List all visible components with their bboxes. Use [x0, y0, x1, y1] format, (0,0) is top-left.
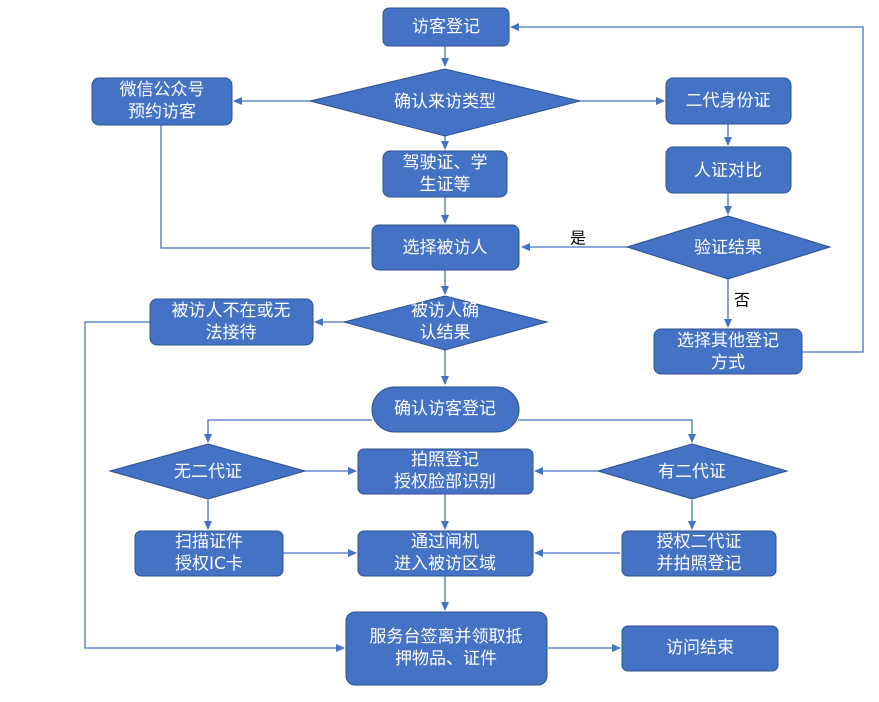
node-label-line2: 法接待	[206, 323, 257, 343]
node-choose-other-method: 选择其他登记 方式	[653, 328, 803, 375]
node-label: 访问结束	[666, 638, 734, 658]
edge-visitor-register-to-no-id	[204, 419, 372, 443]
node-visit-end: 访问结束	[621, 625, 779, 672]
node-verify-result: 验证结果	[625, 215, 832, 280]
node-label: 有二代证	[658, 462, 726, 482]
node-label: 无二代证	[174, 462, 242, 482]
node-service-desk-checkout: 服务台签离并领取抵 押物品、证件	[345, 611, 548, 686]
node-label: 选择被访人	[403, 238, 488, 258]
node-no-id-card: 无二代证	[108, 443, 307, 500]
node-label: 人证对比	[694, 161, 762, 181]
node-authorize-id-photo: 授权二代证 并拍照登记	[621, 530, 777, 577]
node-photo-register: 拍照登记 授权脸部识别	[357, 448, 534, 495]
node-label-line2: 授权IC卡	[175, 554, 243, 574]
node-visitor-register: 访客登记	[382, 7, 510, 47]
node-label-line1: 选择其他登记	[677, 331, 779, 351]
node-label-line1: 被访人确	[411, 301, 479, 321]
node-label-line2: 认结果	[420, 323, 471, 343]
node-label: 验证结果	[694, 238, 762, 258]
node-label-line1: 被访人不在或无	[172, 301, 291, 321]
node-wechat-booking: 微信公众号 预约访客	[91, 77, 233, 126]
node-person-id-compare: 人证对比	[665, 146, 792, 194]
node-label-line1: 驾驶证、学	[403, 153, 488, 173]
node-id-card-2nd: 二代身份证	[665, 77, 792, 125]
edge-unavailable-to-checkout	[84, 321, 345, 652]
node-confirm-visitor-register: 确认访客登记	[371, 386, 520, 433]
node-has-id-card: 有二代证	[596, 443, 789, 500]
edge-other-method-loop-to-register	[510, 23, 864, 353]
node-label-line2: 方式	[711, 353, 745, 373]
node-label-line1: 授权二代证	[657, 532, 742, 552]
node-label: 访客登记	[412, 17, 480, 37]
node-pass-gate: 通过闸机 进入被访区域	[357, 530, 534, 577]
node-label-line1: 通过闸机	[411, 532, 479, 552]
node-select-host: 选择被访人	[371, 224, 520, 271]
node-label-line2: 并拍照登记	[657, 554, 742, 574]
edge-label-no: 否	[734, 291, 750, 310]
node-label-line2: 押物品、证件	[395, 649, 497, 669]
node-label-line1: 拍照登记	[411, 450, 479, 470]
edges	[84, 23, 864, 652]
node-label-line2: 授权脸部识别	[394, 472, 496, 492]
node-label-line1: 服务台签离并领取抵	[370, 627, 523, 647]
node-label: 确认访客登记	[394, 399, 496, 419]
node-label-line1: 扫描证件	[175, 532, 243, 552]
node-label-line2: 进入被访区域	[394, 554, 496, 574]
node-confirm-type: 确认来访类型	[309, 68, 581, 137]
node-license-student: 驾驶证、学 生证等	[382, 150, 508, 198]
edge-label-yes: 是	[570, 229, 586, 248]
node-host-confirm-result: 被访人确 认结果	[342, 295, 549, 351]
node-label-line2: 生证等	[420, 175, 471, 195]
node-host-unavailable: 被访人不在或无 法接待	[149, 298, 314, 346]
node-scan-doc-ic: 扫描证件 授权IC卡	[134, 530, 284, 577]
edge-visitor-register-to-has-id	[518, 419, 696, 443]
node-label: 二代身份证	[686, 91, 771, 111]
node-label-line1: 微信公众号	[120, 80, 205, 100]
edge-wechat-to-select-host	[160, 125, 370, 249]
node-label: 确认来访类型	[394, 92, 496, 112]
node-label-line2: 预约访客	[128, 102, 196, 122]
